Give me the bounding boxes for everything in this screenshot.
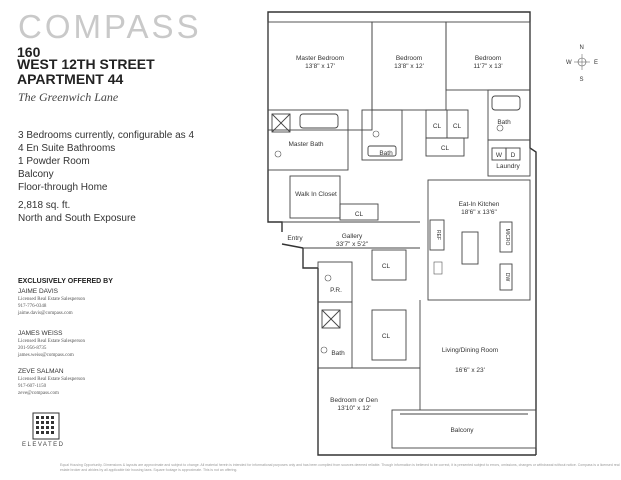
label-cl-5: CL: [382, 263, 391, 270]
agent-2-phone: 201-956-8735: [18, 346, 47, 351]
agent-3-phone: 917-607-1150: [18, 384, 47, 389]
label-gallery: Gallery: [342, 233, 363, 240]
label-bedroom-2: Bedroom: [396, 55, 422, 62]
street-name: WEST 12TH STREET: [17, 56, 155, 72]
label-balcony: Balcony: [450, 427, 474, 434]
label-dw: DW: [504, 273, 510, 282]
dims-den: 13'10" x 12': [337, 405, 370, 412]
dims-living: 16'6" x 23': [455, 367, 485, 374]
label-den: Bedroom or Den: [330, 397, 378, 404]
elevated-logo-icon: [32, 412, 60, 440]
label-bath-b: Bath: [331, 350, 345, 357]
agent-3-name: ZEVE SALMAN: [18, 368, 64, 375]
dims-bedroom-2: 13'8" x 12': [394, 63, 424, 70]
feature-powder: 1 Powder Room: [18, 156, 90, 167]
street-number: 160: [17, 44, 41, 60]
label-micro: MICRO: [504, 229, 510, 246]
label-powder-room: P.R.: [330, 287, 342, 294]
label-master-bath: Master Bath: [288, 141, 323, 148]
dims-bedroom-3: 11'7" x 13': [473, 63, 502, 70]
elevated-logo-text: ELEVATED: [22, 442, 65, 448]
building-name: The Greenwich Lane: [18, 90, 119, 104]
agent-1-phone: 917-776-0348: [18, 304, 47, 309]
label-master-bedroom: Master Bedroom: [296, 55, 344, 62]
label-kitchen: Eat-In Kitchen: [459, 201, 500, 208]
label-cl-2: CL: [453, 123, 462, 130]
dims-master-bedroom: 13'8" x 17': [305, 63, 335, 70]
label-ref: REF: [435, 230, 441, 240]
compass-e: E: [594, 60, 598, 66]
agent-1-title: Licensed Real Estate Salesperson: [18, 297, 86, 302]
compass-w: W: [566, 60, 572, 66]
agent-2-email[interactable]: james.weiss@compass.com: [18, 353, 74, 358]
label-cl-4: CL: [355, 211, 364, 218]
compass-logo: COMPASS: [18, 8, 202, 45]
exposure: North and South Exposure: [18, 213, 136, 224]
unit-number: APARTMENT 44: [17, 71, 124, 87]
label-entry: Entry: [287, 235, 303, 242]
area: 2,818 sq. ft.: [18, 200, 71, 211]
label-laundry: Laundry: [496, 163, 520, 170]
label-living: Living/Dining Room: [442, 347, 498, 354]
feature-floor-through: Floor-through Home: [18, 182, 108, 193]
label-walk-in-closet: Walk In Closet: [295, 191, 337, 198]
label-dryer: D: [511, 152, 516, 159]
agent-1-name: JAIME DAVIS: [18, 288, 58, 295]
agent-1-email[interactable]: jaime.davis@compass.com: [18, 311, 73, 316]
offered-heading: EXCLUSIVELY OFFERED BY: [18, 278, 113, 285]
label-cl-1: CL: [433, 123, 442, 130]
agent-3-email[interactable]: zeve@compass.com: [18, 391, 59, 396]
feature-balcony: Balcony: [18, 169, 54, 180]
compass-rose-icon: N S W E: [566, 45, 598, 83]
dims-kitchen: 18'6" x 13'6": [461, 209, 497, 216]
compass-s: S: [580, 77, 584, 83]
feature-baths: 4 En Suite Bathrooms: [18, 143, 116, 154]
label-bath-c: Bath: [497, 119, 511, 126]
label-bedroom-3: Bedroom: [475, 55, 501, 62]
label-cl-3: CL: [441, 145, 450, 152]
agent-3-title: Licensed Real Estate Salesperson: [18, 377, 86, 382]
label-washer: W: [496, 152, 503, 159]
disclaimer: Equal Housing Opportunity. Dimensions & …: [60, 463, 620, 472]
agent-2-name: JAMES WEISS: [18, 330, 63, 337]
label-bath-a: Bath: [379, 150, 393, 157]
agent-2-title: Licensed Real Estate Salesperson: [18, 339, 86, 344]
compass-n: N: [580, 45, 584, 51]
dims-gallery: 33'7" x 5'2": [336, 241, 369, 248]
label-cl-6: CL: [382, 333, 391, 340]
feature-bedrooms: 3 Bedrooms currently, configurable as 4: [18, 130, 195, 141]
